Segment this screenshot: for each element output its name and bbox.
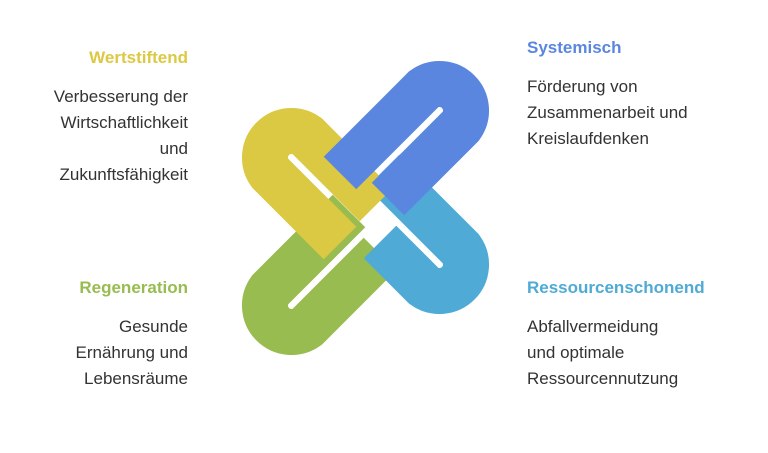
desc-line: Zukunftsfähigkeit: [59, 165, 188, 184]
link-green: [242, 194, 397, 355]
quadrant-bottom-left: Regeneration Gesunde Ernährung und Leben…: [76, 278, 188, 392]
desc-systemisch: Förderung von Zusammenarbeit und Kreisla…: [527, 74, 688, 152]
desc-line: Kreislaufdenken: [527, 129, 649, 148]
desc-line: und: [159, 139, 188, 158]
quadrant-top-left: Wertstiftend Verbesserung der Wirtschaft…: [54, 48, 188, 188]
desc-line: Förderung von: [527, 77, 638, 96]
desc-line: Gesunde: [119, 317, 188, 336]
title-ressourcenschonend: Ressourcenschonend: [527, 278, 705, 297]
title-systemisch: Systemisch: [527, 38, 622, 57]
title-regeneration: Regeneration: [79, 278, 188, 297]
desc-regeneration: Gesunde Ernährung und Lebensräume: [76, 314, 188, 392]
quadrant-top-right: Systemisch Förderung von Zusammenarbeit …: [527, 38, 688, 152]
desc-line: Ernährung und: [75, 343, 188, 362]
desc-line: und optimale: [527, 343, 625, 362]
quadrant-bottom-right: Ressourcenschonend Abfallvermeidung und …: [527, 278, 705, 392]
link-blue: [323, 61, 489, 216]
desc-line: Ressourcennutzung: [527, 369, 679, 388]
desc-line: Lebensräume: [84, 369, 188, 388]
desc-wertstiftend: Verbesserung der Wirtschaftlichkeit und …: [54, 84, 188, 188]
desc-line: Zusammenarbeit und: [527, 103, 688, 122]
desc-ressourcenschonend: Abfallvermeidung und optimale Ressourcen…: [527, 314, 705, 392]
link-lightblue: [363, 154, 489, 314]
desc-line: Abfallvermeidung: [527, 317, 659, 336]
title-wertstiftend: Wertstiftend: [89, 48, 188, 67]
link-yellow: [242, 108, 393, 260]
desc-line: Wirtschaftlichkeit: [60, 113, 188, 132]
desc-line: Verbesserung der: [53, 87, 188, 106]
